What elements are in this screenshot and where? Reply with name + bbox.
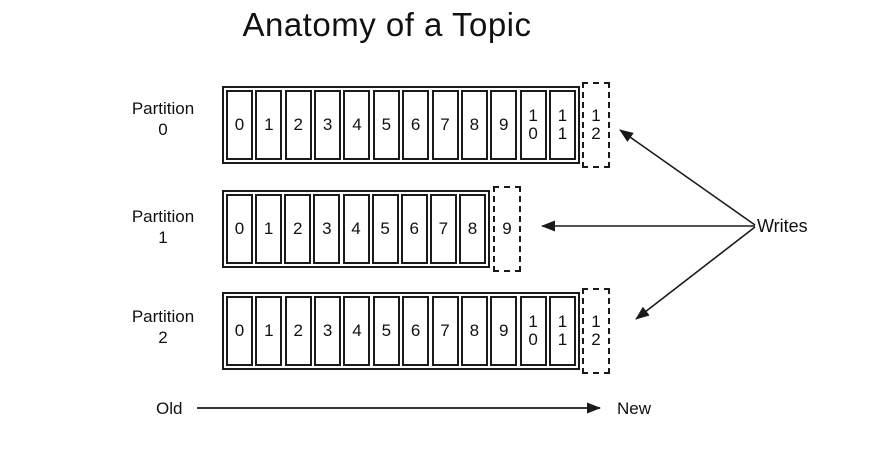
partition-label-line1: Partition <box>131 307 195 326</box>
log-cell: 1 <box>255 90 283 160</box>
log-cell: 1 0 <box>519 90 547 160</box>
log-cell: 1 1 <box>548 90 576 160</box>
partition-label-line1: Partition <box>131 99 195 118</box>
log-cell: 8 <box>459 194 486 264</box>
log-cell: 6 <box>402 296 430 366</box>
log-cell: 9 <box>490 90 518 160</box>
log-cell: 6 <box>400 194 428 264</box>
log-cell: 1 0 <box>519 296 547 366</box>
log-cell: 1 <box>255 194 283 264</box>
new-label: New <box>617 399 652 418</box>
log-cell: 5 <box>371 194 399 264</box>
log-cell: 4 <box>343 296 371 366</box>
partition-2-next-write-cell: 1 2 <box>582 288 610 374</box>
log-cell: 0 <box>226 90 253 160</box>
log-cell: 4 <box>343 90 371 160</box>
log-cell: 5 <box>372 90 400 160</box>
log-cell: 1 <box>255 296 283 366</box>
log-cell: 0 <box>226 296 253 366</box>
log-cell: 9 <box>490 296 518 366</box>
log-cell: 1 1 <box>548 296 576 366</box>
writes-label: Writes <box>757 216 808 236</box>
partition-1-label: Partition 1 <box>110 206 216 248</box>
writes-arrow-partition-0 <box>619 129 756 226</box>
log-cell: 2 <box>284 296 312 366</box>
log-cell: 3 <box>313 194 341 264</box>
log-cell: 3 <box>314 90 342 160</box>
partition-2-label: Partition 2 <box>110 306 216 348</box>
writes-arrow-partition-2 <box>635 226 756 320</box>
log-cell: 8 <box>460 296 488 366</box>
partition-label-line2: 1 <box>158 228 168 247</box>
partition-label-line2: 2 <box>158 328 168 347</box>
log-cell: 2 <box>284 90 312 160</box>
log-cell: 2 <box>284 194 312 264</box>
log-cell: 5 <box>372 296 400 366</box>
old-label: Old <box>156 399 183 418</box>
log-cell: 4 <box>342 194 370 264</box>
log-cell: 7 <box>429 194 457 264</box>
partition-0-next-write-cell: 1 2 <box>582 82 610 168</box>
partition-label-line1: Partition <box>131 207 195 226</box>
partition-0-label: Partition 0 <box>110 98 216 140</box>
log-cell: 8 <box>460 90 488 160</box>
partition-label-line2: 0 <box>158 120 168 139</box>
partition-1-next-write-cell: 9 <box>493 186 521 272</box>
log-cell: 0 <box>226 194 253 264</box>
log-cell: 7 <box>431 90 459 160</box>
log-cell: 6 <box>402 90 430 160</box>
log-cell: 7 <box>431 296 459 366</box>
page-title: Anatomy of a Topic <box>242 6 532 43</box>
log-cell: 3 <box>314 296 342 366</box>
